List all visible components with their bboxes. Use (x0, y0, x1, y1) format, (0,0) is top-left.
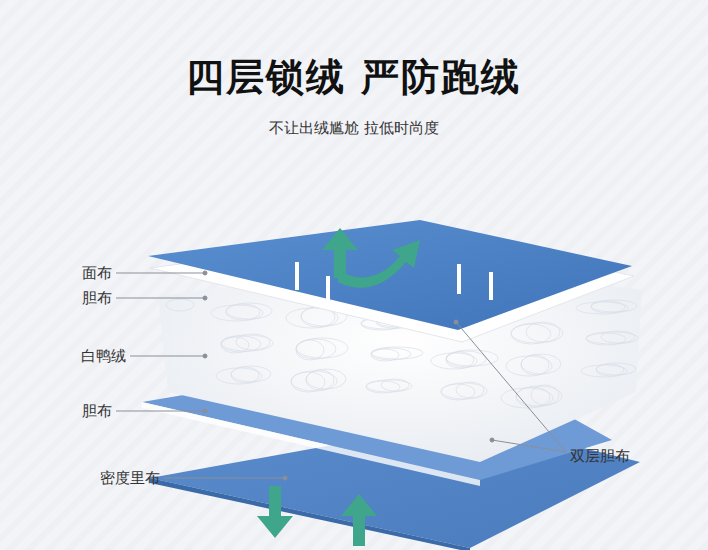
down-fluff (221, 337, 249, 353)
down-fluff (521, 355, 549, 375)
down-fluff (226, 304, 260, 320)
down-fluff (306, 370, 334, 390)
down-fluff (291, 372, 325, 392)
part-label: 密度里布 (100, 469, 160, 488)
down-fluff (511, 324, 551, 344)
down-fluff (511, 323, 563, 343)
down-fluff (211, 305, 263, 321)
down-fluff (366, 380, 412, 392)
down-fluff (366, 381, 400, 393)
down-fluff (596, 364, 624, 376)
down-fluff (526, 322, 560, 342)
down-fluff (166, 299, 194, 311)
part-label: 白鸭绒 (81, 347, 126, 366)
leader-lines (116, 271, 566, 480)
down-fluff (501, 388, 553, 408)
face-fabric (148, 220, 632, 330)
part-label: 双层胆布 (570, 447, 630, 466)
down-fluff (446, 352, 474, 368)
part-label: 胆布 (82, 402, 112, 421)
down-fluff (221, 336, 261, 352)
down-fluff (291, 371, 337, 391)
down-fluff (516, 387, 550, 407)
subtitle: 不让出绒尴尬 拉低时尚度 (269, 119, 439, 138)
down-fluff (586, 332, 638, 344)
down-fluff (576, 302, 628, 314)
down-fluff (581, 365, 627, 377)
title: 四层锁绒 严防跑绒 (186, 52, 521, 103)
down-fluff (586, 333, 626, 345)
part-label: 面布 (82, 264, 112, 283)
down-fluff (231, 367, 259, 383)
down-fluff (441, 384, 475, 400)
density-lining-edge (150, 478, 470, 550)
down-fluff (296, 339, 336, 359)
down-fluff (591, 301, 625, 313)
down-fluff (371, 349, 399, 361)
part-label: 胆布 (82, 289, 112, 308)
down-fluff (216, 368, 262, 384)
down-fluff (296, 340, 324, 360)
down-fluff (506, 356, 552, 376)
airflow-arrows (257, 228, 420, 546)
down-fluff (431, 353, 477, 369)
down-fluff (371, 348, 411, 360)
down-fluff (371, 347, 423, 359)
down-fluff (441, 383, 487, 399)
